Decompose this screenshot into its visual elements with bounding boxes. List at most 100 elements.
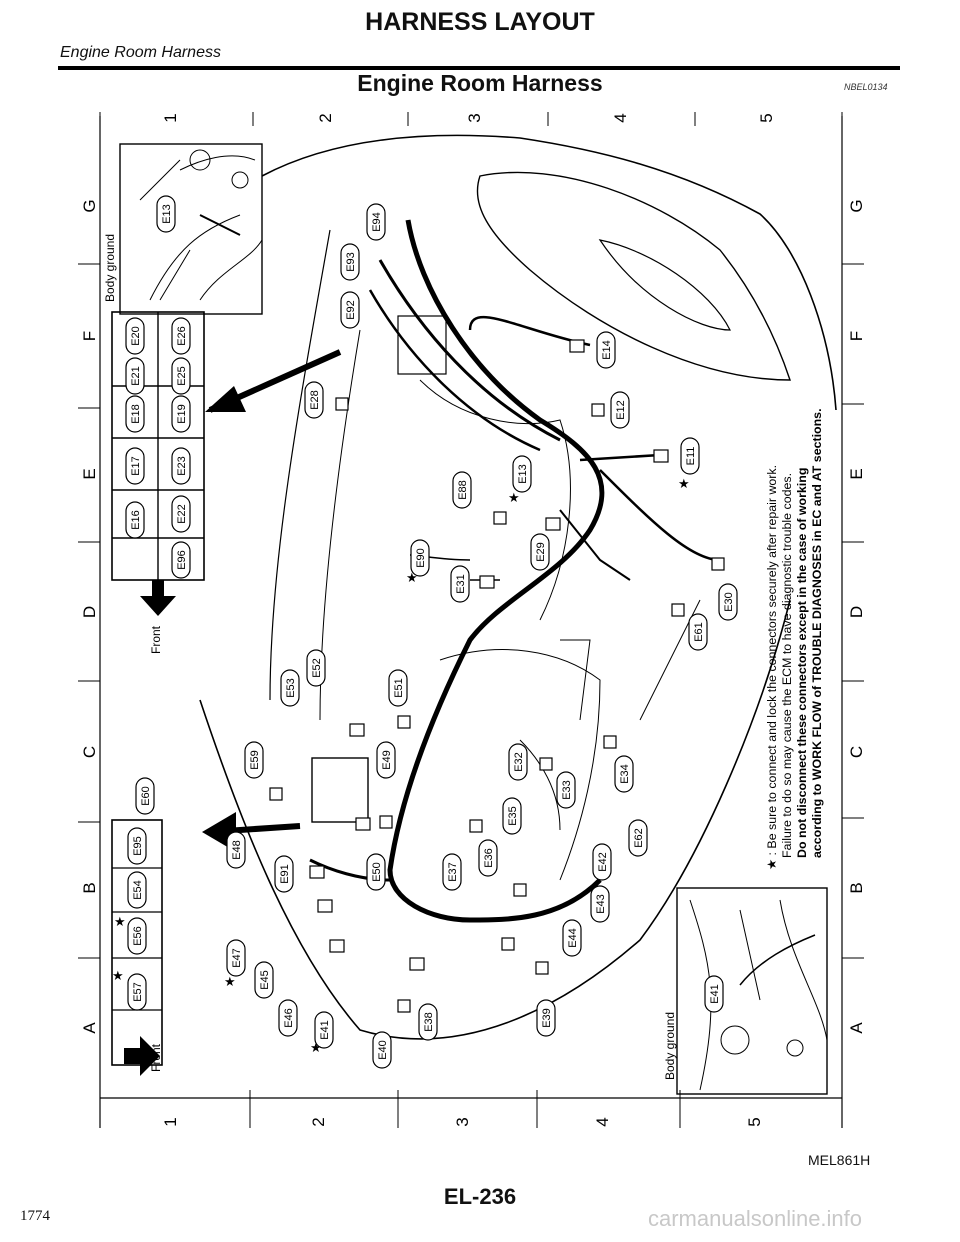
- svg-text:E18: E18: [130, 404, 142, 424]
- note-line-3: Do not disconnect these connectors excep…: [795, 468, 809, 858]
- svg-text:E40: E40: [377, 1040, 389, 1060]
- watermark: carmanualsonline.info: [648, 1206, 863, 1231]
- grid-row-a-left: A: [80, 1022, 99, 1034]
- star-marker: ★: [224, 974, 236, 989]
- svg-text:E94: E94: [371, 212, 383, 232]
- grid-col-5-top: 5: [757, 113, 776, 122]
- grid-col-2-bottom: 2: [309, 1117, 328, 1126]
- svg-text:E41: E41: [709, 984, 721, 1004]
- star-marker: ★: [678, 476, 690, 491]
- grid-row-c-right: C: [847, 746, 866, 758]
- svg-text:E11: E11: [685, 447, 697, 466]
- svg-text:E44: E44: [567, 928, 579, 948]
- svg-text:E31: E31: [455, 574, 467, 594]
- body-ground-label-top: Body ground: [103, 234, 117, 302]
- svg-text:E53: E53: [285, 678, 297, 698]
- svg-text:E91: E91: [279, 864, 291, 884]
- svg-text:E29: E29: [535, 542, 547, 562]
- svg-text:E50: E50: [371, 862, 383, 882]
- svg-text:E47: E47: [231, 948, 243, 968]
- grid-col-1-bottom: 1: [161, 1117, 180, 1126]
- grid-row-a-right: A: [847, 1022, 866, 1034]
- svg-text:E61: E61: [693, 622, 705, 642]
- grid-row-c-left: C: [80, 746, 99, 758]
- svg-text:E54: E54: [132, 880, 144, 900]
- svg-text:E16: E16: [130, 510, 142, 530]
- grid-col-3-top: 3: [465, 113, 484, 122]
- svg-text:E32: E32: [513, 752, 525, 772]
- svg-text:E21: E21: [130, 366, 142, 386]
- svg-text:E23: E23: [176, 456, 188, 476]
- svg-text:E88: E88: [457, 480, 469, 500]
- note-line-1: ★ : Be sure to connect and lock the conn…: [765, 465, 779, 870]
- page-header-subtitle: Engine Room Harness: [60, 44, 221, 61]
- figure-id: MEL861H: [808, 1152, 871, 1168]
- svg-text:E46: E46: [283, 1008, 295, 1028]
- grid-col-5-bottom: 5: [745, 1117, 764, 1126]
- svg-text:E36: E36: [483, 848, 495, 868]
- grid-row-f-right: F: [847, 331, 866, 341]
- star-marker: ★: [508, 490, 520, 505]
- side-page-number: 1774: [20, 1208, 50, 1224]
- svg-text:E60: E60: [140, 786, 152, 806]
- svg-text:E59: E59: [249, 750, 261, 770]
- svg-text:E45: E45: [259, 970, 271, 990]
- grid-row-g-right: G: [847, 199, 866, 212]
- page-header-title: HARNESS LAYOUT: [365, 8, 595, 36]
- svg-text:E90: E90: [415, 548, 427, 568]
- svg-text:E34: E34: [619, 764, 631, 784]
- svg-text:E38: E38: [423, 1012, 435, 1032]
- svg-text:E35: E35: [507, 806, 519, 826]
- svg-text:E25: E25: [176, 366, 188, 386]
- svg-text:E33: E33: [561, 780, 573, 800]
- svg-text:E93: E93: [345, 252, 357, 272]
- front-label-2: Front: [149, 1043, 163, 1072]
- grid-col-1-top: 1: [161, 113, 180, 122]
- svg-text:E39: E39: [541, 1008, 553, 1028]
- body-ground-label-bottom: Body ground: [663, 1012, 677, 1080]
- svg-text:E95: E95: [132, 836, 144, 856]
- star-marker: ★: [406, 570, 418, 585]
- grid-row-e-right: E: [847, 468, 866, 479]
- grid-row-g-left: G: [80, 199, 99, 212]
- svg-text:E42: E42: [597, 852, 609, 872]
- svg-text:E30: E30: [723, 592, 735, 612]
- note-line-4: according to WORK FLOW of TROUBLE DIAGNO…: [810, 408, 824, 858]
- grid-row-e-left: E: [80, 468, 99, 479]
- grid-row-d-left: D: [80, 606, 99, 618]
- grid-col-4-bottom: 4: [593, 1117, 612, 1126]
- svg-text:E14: E14: [601, 340, 613, 360]
- svg-text:E37: E37: [447, 862, 459, 882]
- svg-text:E12: E12: [615, 400, 627, 420]
- svg-text:E48: E48: [231, 840, 243, 860]
- note-line-2: Failure to do so may cause the ECM to ha…: [780, 473, 794, 858]
- svg-text:E56: E56: [132, 926, 144, 946]
- svg-text:E26: E26: [176, 326, 188, 346]
- grid-row-b-right: B: [847, 882, 866, 893]
- svg-text:E96: E96: [176, 550, 188, 570]
- svg-text:E13: E13: [517, 464, 529, 484]
- svg-text:E62: E62: [633, 828, 645, 848]
- star-marker: ★: [310, 1040, 322, 1055]
- svg-text:E57: E57: [132, 982, 144, 1002]
- svg-text:E52: E52: [311, 658, 323, 678]
- grid-row-f-left: F: [80, 331, 99, 341]
- figure-title: Engine Room Harness: [357, 70, 603, 96]
- grid-col-3-bottom: 3: [453, 1117, 472, 1126]
- grid-row-b-left: B: [80, 882, 99, 893]
- svg-text:E22: E22: [176, 504, 188, 524]
- svg-text:E49: E49: [381, 750, 393, 770]
- grid-row-d-right: D: [847, 606, 866, 618]
- page-number: EL-236: [443, 1184, 517, 1209]
- svg-text:E13: E13: [161, 204, 173, 224]
- front-label-1: Front: [149, 625, 163, 654]
- star-marker: ★: [114, 914, 126, 929]
- header-rule: [58, 66, 900, 70]
- grid-col-4-top: 4: [611, 113, 630, 122]
- svg-text:E20: E20: [130, 326, 142, 346]
- svg-text:E92: E92: [345, 300, 357, 320]
- svg-text:E41: E41: [319, 1020, 331, 1040]
- svg-text:E43: E43: [595, 894, 607, 914]
- svg-text:E19: E19: [176, 404, 188, 424]
